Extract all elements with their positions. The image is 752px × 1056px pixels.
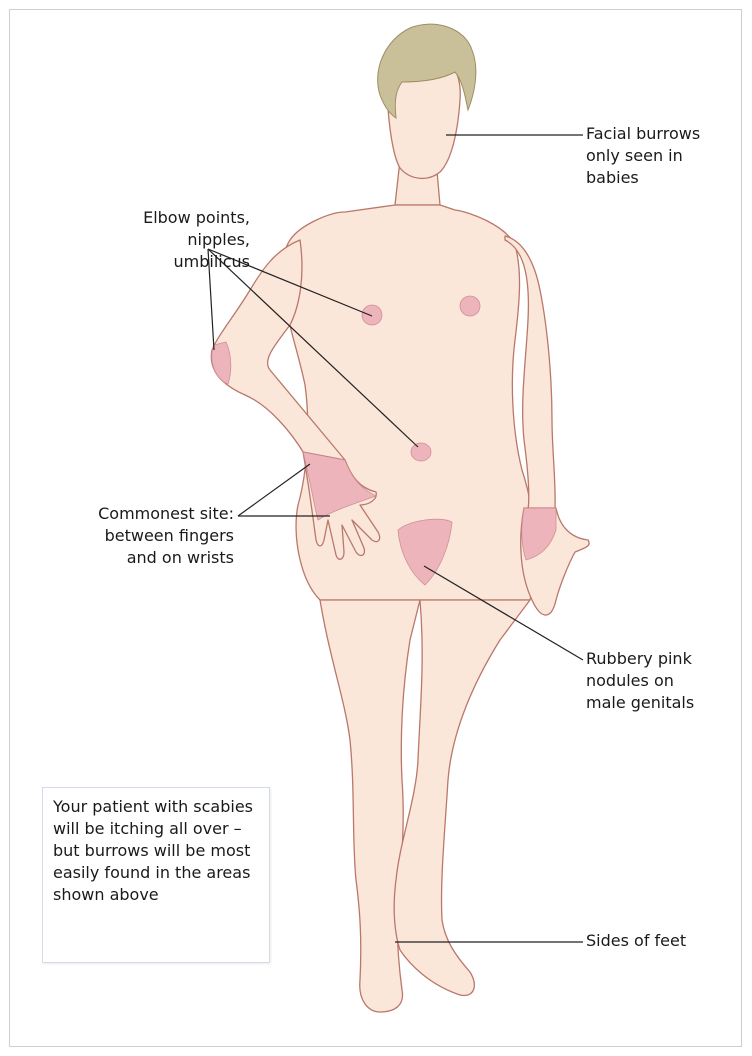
label-commonest-site: Commonest site: between fingers and on w… xyxy=(14,503,234,569)
label-facial-burrows: Facial burrows only seen in babies xyxy=(586,123,700,189)
leg-right xyxy=(394,600,530,995)
nipple-left xyxy=(362,305,382,325)
note-box: Your patient with scabies will be itchin… xyxy=(42,787,270,963)
label-sides-of-feet: Sides of feet xyxy=(586,930,686,952)
nipple-right xyxy=(460,296,480,316)
label-rubbery-nodules: Rubbery pink nodules on male genitals xyxy=(586,648,694,714)
head xyxy=(378,24,476,178)
elbow-lesion xyxy=(212,342,231,384)
label-elbow-nipples-umbilicus: Elbow points, nipples, umbilicus xyxy=(40,207,250,273)
note-text: Your patient with scabies will be itchin… xyxy=(53,796,265,906)
umbilicus xyxy=(411,443,431,461)
